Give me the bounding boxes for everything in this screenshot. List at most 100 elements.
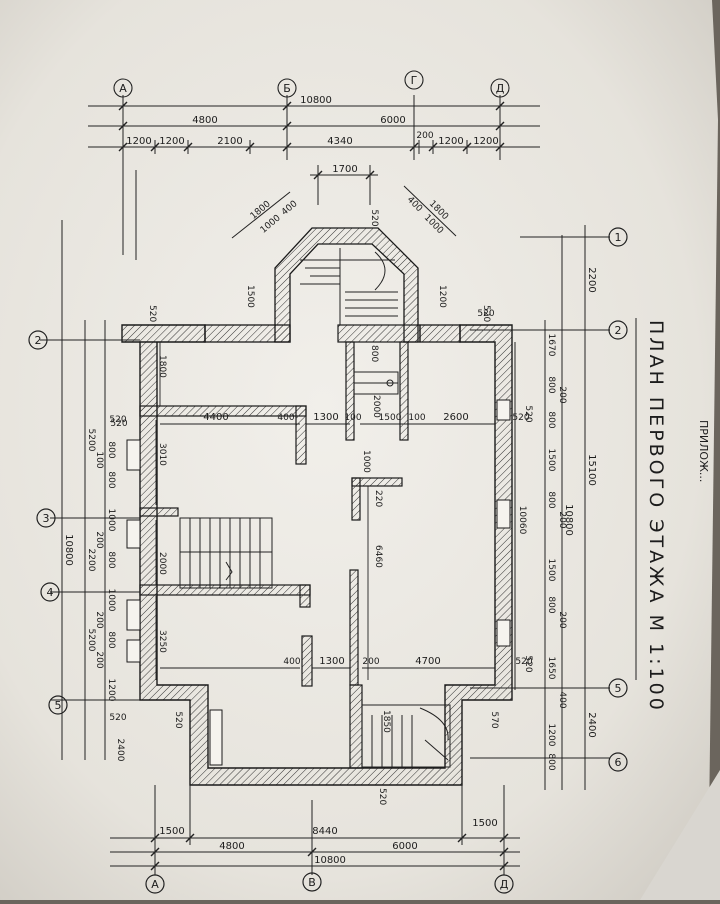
dim-right-520-a: 520 <box>477 309 494 319</box>
axis-label-left-5: 5 <box>55 699 62 712</box>
dim-room-3250: 3250 <box>157 630 167 653</box>
dim-right-1670: 1670 <box>546 334 556 357</box>
dim-room-1300: 1300 <box>313 412 338 423</box>
axis-label-right-2: 2 <box>615 324 622 337</box>
dim-left-1000-a: 1000 <box>106 509 116 532</box>
dim-room-2000: 2000 <box>157 552 167 575</box>
dim-top-1700: 1700 <box>332 164 357 175</box>
dim-right-400: 400 <box>557 691 567 708</box>
dim-right-570: 570 <box>489 711 499 728</box>
dim-right-800-b: 800 <box>546 411 556 428</box>
top-axis-bubbles <box>113 70 510 98</box>
dim-top-4800: 4800 <box>192 115 217 126</box>
dim-left-1000-b: 1000 <box>106 589 116 612</box>
dim-left-800-a: 800 <box>106 441 116 458</box>
axis-label-top-g: Г <box>411 74 418 87</box>
dim-left-10800: 10800 <box>63 534 74 566</box>
dim-right-200-a: 200 <box>557 386 567 403</box>
dim-top-1200-a: 1200 <box>126 136 151 147</box>
axis-label-left-2: 2 <box>35 334 42 347</box>
right-axis-bubbles <box>608 227 628 772</box>
dim-right-10060: 10060 <box>517 506 527 535</box>
service-block <box>353 371 399 395</box>
dim-left-5200-a: 5200 <box>86 429 96 452</box>
dim-room-6460: 6460 <box>373 545 383 568</box>
axis-label-bottom-a: А <box>151 878 159 891</box>
dim-room-4400: 4400 <box>203 412 228 423</box>
dim-right-200-c: 200 <box>557 611 567 628</box>
dim-bottom-overall: 10800 <box>314 855 346 866</box>
right-dimension-lines <box>470 225 610 790</box>
axis-label-left-3: 3 <box>43 512 50 525</box>
dim-room-520-b: 520 <box>515 657 532 667</box>
axis-label-bottom-d: Д <box>500 878 509 891</box>
dim-left-520-b: 520 <box>173 711 183 728</box>
dim-room-800: 800 <box>369 345 379 362</box>
paper-corner <box>640 770 720 900</box>
axis-label-bottom-v: В <box>308 876 316 889</box>
dim-top-6000: 6000 <box>380 115 405 126</box>
dim-bay-1200: 1200 <box>437 285 447 308</box>
dim-top-4340: 4340 <box>327 136 352 147</box>
dim-left-5200-b: 5200 <box>86 629 96 652</box>
top-wall-right <box>419 324 461 343</box>
dim-room-400-b: 400 <box>283 657 300 667</box>
axis-label-top-b: Б <box>283 82 291 95</box>
side-annotation: ПРИЛОЖ... <box>697 420 710 482</box>
dim-bottom-1500-a: 1500 <box>159 826 184 837</box>
dim-left-520-a: 520 <box>109 713 126 723</box>
axis-label-top-d: Д <box>496 82 505 95</box>
dim-left-200-a: 200 <box>94 531 104 548</box>
bay-window-stair <box>300 248 398 325</box>
dim-left-800-d: 800 <box>106 631 116 648</box>
windows <box>126 399 511 766</box>
dim-left-800-b: 800 <box>106 471 116 488</box>
dim-left-520-c: 520 <box>109 415 126 425</box>
dim-right-2400: 2400 <box>586 712 597 737</box>
interior-dimension-lines <box>155 342 495 680</box>
dim-left-100: 100 <box>94 451 104 468</box>
axis-label-right-1: 1 <box>615 231 622 244</box>
dim-room-1000: 1000 <box>361 450 371 473</box>
drawing-title: ПЛАН ПЕРВОГО ЭТАЖА М 1:100 <box>645 320 667 713</box>
bottom-dimension-ticks <box>150 833 509 871</box>
dim-left-2200: 2200 <box>86 549 96 572</box>
axis-label-right-5: 5 <box>615 682 622 695</box>
dim-top-200: 200 <box>416 131 433 141</box>
dim-bay-520-left: 520 <box>147 305 157 322</box>
axis-label-right-6: 6 <box>615 756 622 769</box>
top-dimension-ticks <box>118 101 505 180</box>
dim-right-1500-a: 1500 <box>546 449 556 472</box>
dim-room-2000-b: 2000 <box>371 395 381 418</box>
dim-room-400: 400 <box>277 413 294 423</box>
dim-top-1200-b: 1200 <box>159 136 184 147</box>
dim-bay-1500: 1500 <box>245 285 255 308</box>
main-stair <box>179 517 273 589</box>
dim-room-2600: 2600 <box>443 412 468 423</box>
dim-room-1800: 1800 <box>157 355 167 378</box>
dim-room-200: 200 <box>362 657 379 667</box>
dim-right-1500-b: 1500 <box>546 559 556 582</box>
axis-label-top-a: А <box>119 82 127 95</box>
bottom-axis-bubbles <box>145 872 514 894</box>
left-axis-bubbles <box>28 330 68 715</box>
dim-right-200-b: 200 <box>557 511 567 528</box>
dim-right-10800: 10800 <box>563 504 574 536</box>
dim-left-200-b: 200 <box>94 611 104 628</box>
dim-right-520-c: 520 <box>523 655 533 672</box>
dim-top-1200-d: 1200 <box>473 136 498 147</box>
dim-room-100-b: 100 <box>408 413 425 423</box>
dim-right-800-c: 800 <box>546 491 556 508</box>
dim-right-1200: 1200 <box>546 724 556 747</box>
dim-left-200-c: 200 <box>94 651 104 668</box>
dim-right-15100: 15100 <box>586 454 597 486</box>
dim-bottom-520: 520 <box>377 788 387 805</box>
dim-room-3010: 3010 <box>157 443 167 466</box>
dim-bottom-1500-b: 1500 <box>472 818 497 829</box>
dim-bottom-6000: 6000 <box>392 841 417 852</box>
dim-right-800-e: 800 <box>546 753 556 770</box>
dim-bottom-8440: 8440 <box>312 826 337 837</box>
